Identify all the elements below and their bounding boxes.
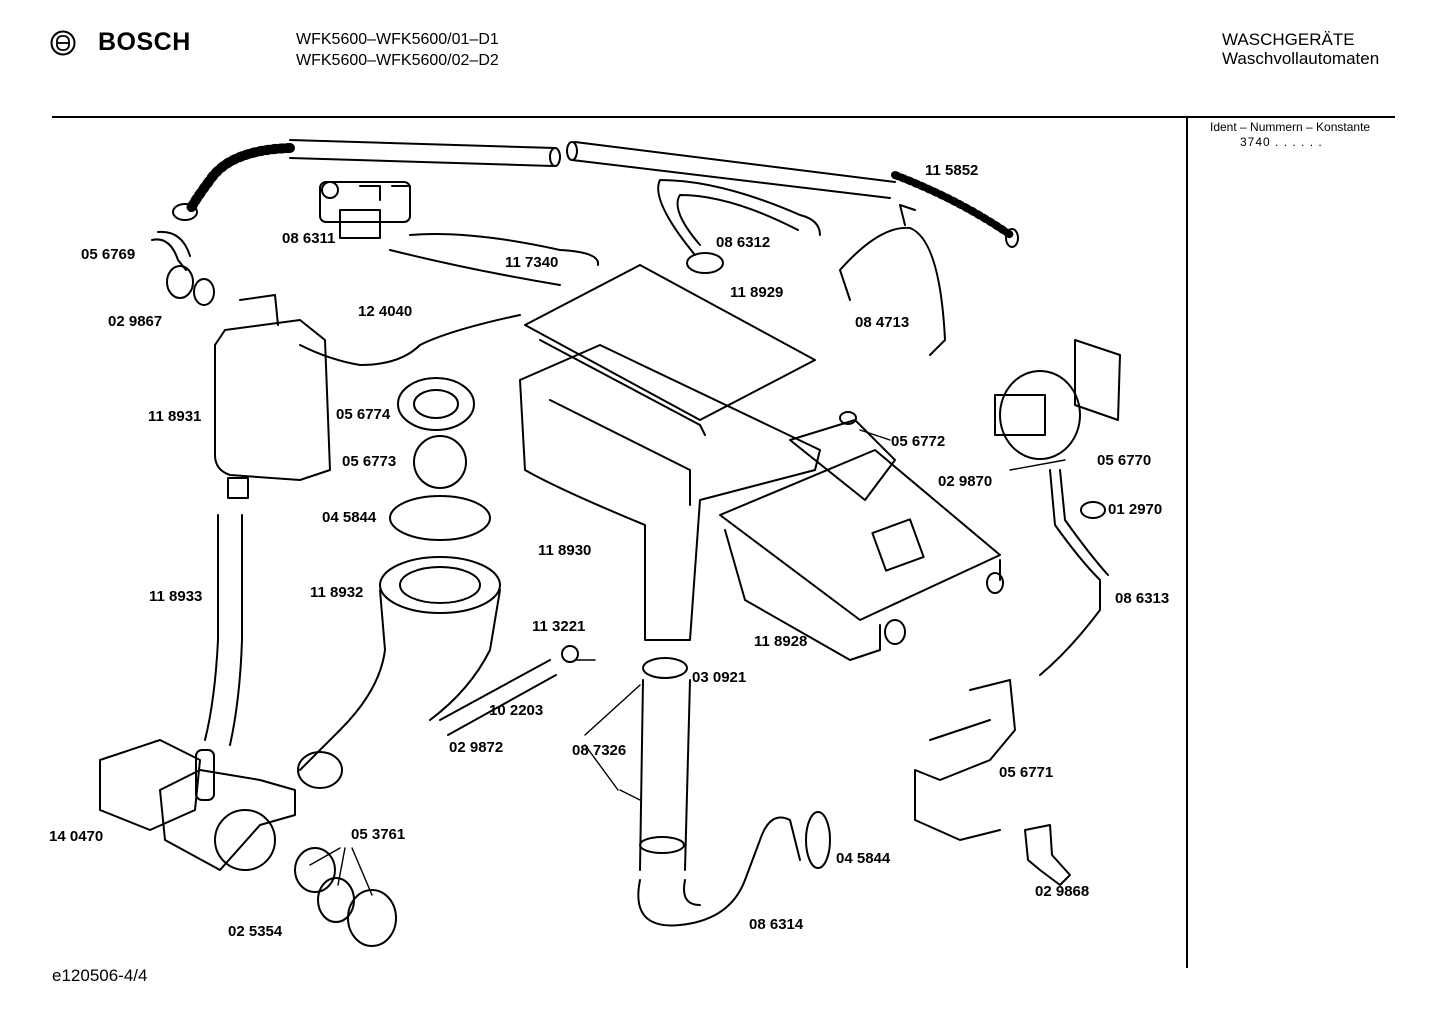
part-label-087326: 08 7326 [572, 742, 627, 759]
hose-118933-drawing [204, 514, 243, 746]
part-label-086313: 08 6313 [1115, 590, 1170, 607]
part-029868-drawing [1024, 824, 1071, 886]
part-label-025354: 02 5354 [228, 923, 283, 940]
hose-086312-drawing [657, 179, 821, 256]
part-label-029870: 02 9870 [938, 473, 993, 490]
category-line-1: WASCHGERÄTE [1222, 30, 1355, 49]
model-line-2: WFK5600–WFK5600/02–D2 [296, 52, 499, 69]
hose-086313-drawing [1039, 469, 1109, 676]
ident-value: 3740 . . . . . . [1240, 135, 1323, 149]
part-label-056769: 05 6769 [81, 246, 136, 263]
part-label-029872: 02 9872 [449, 739, 504, 756]
part-label-086312: 08 6312 [716, 234, 771, 251]
bellows-drawing [297, 556, 501, 789]
bracket-drawing [839, 204, 946, 356]
part-label-056770: 05 6770 [1097, 452, 1152, 469]
ring-053761-drawing [294, 847, 336, 893]
part-label-029867: 02 9867 [108, 313, 163, 330]
pump-drawing [99, 739, 296, 871]
part-label-084713: 08 4713 [855, 314, 910, 331]
part-label-053761: 05 3761 [351, 826, 406, 843]
part-label-118931: 11 8931 [148, 408, 202, 425]
part-label-086311: 08 6311 [282, 230, 336, 247]
drawer-housing-drawing [519, 264, 821, 641]
part-label-118928: 11 8928 [754, 633, 808, 650]
part-label-086314: 08 6314 [749, 916, 804, 933]
valve-drawing [319, 181, 411, 239]
part-label-118929: 11 8929 [730, 284, 784, 301]
air-trap-drawing [914, 679, 1016, 841]
part-label-117340: 11 7340 [505, 254, 559, 271]
part-label-045844-top: 04 5844 [322, 509, 377, 526]
bosch-logo-icon [50, 30, 76, 55]
brand-name: BOSCH [98, 28, 191, 56]
pipe-102203-drawing [439, 659, 557, 736]
part-label-118933: 11 8933 [149, 588, 203, 605]
part-label-140470: 14 0470 [49, 828, 104, 845]
elbow-drawing [151, 230, 215, 306]
clamp-045844b-drawing [805, 811, 831, 869]
part-label-113221: 11 3221 [532, 618, 586, 635]
model-line-1: WFK5600–WFK5600/01–D1 [296, 31, 499, 48]
seal-056774-drawing [397, 377, 475, 431]
part-label-115852: 11 5852 [925, 162, 979, 179]
hose-086314-drawing [637, 816, 801, 927]
hose-117340-drawing [389, 233, 600, 286]
footer-code: e120506-4/4 [52, 966, 148, 985]
container-118931-drawing [214, 294, 331, 499]
cap-drawing [347, 889, 397, 947]
part-label-118930: 11 8930 [538, 542, 592, 559]
side-divider [1186, 116, 1188, 968]
pressure-switch-drawing [994, 339, 1121, 460]
part-label-012970: 01 2970 [1108, 501, 1163, 518]
hose-086312-end [686, 252, 724, 274]
part-label-124040: 12 4040 [358, 303, 413, 320]
grommet-012970-drawing [1080, 501, 1106, 519]
tray-118928-drawing [719, 449, 1004, 661]
header-divider [52, 116, 1395, 118]
part-label-056772: 05 6772 [891, 433, 946, 450]
cap-056773-drawing [413, 435, 467, 489]
part-label-029868: 02 9868 [1035, 883, 1090, 900]
hose-top-drawing [172, 139, 1019, 248]
brand-header: BOSCH [50, 28, 191, 57]
part-label-030921: 03 0921 [692, 669, 747, 686]
part-label-056773: 05 6773 [342, 453, 397, 470]
ident-title: Ident – Nummern – Konstante [1210, 120, 1371, 134]
part-label-118932: 11 8932 [310, 584, 364, 601]
category-line-2: Waschvollautomaten [1222, 49, 1380, 68]
leader-lines [309, 429, 1066, 896]
part-label-056771: 05 6771 [999, 764, 1054, 781]
part-label-045844-bottom: 04 5844 [836, 850, 891, 867]
part-label-056774: 05 6774 [336, 406, 391, 423]
hose-124040-drawing [299, 314, 521, 366]
clamp-045844-drawing [389, 495, 491, 541]
part-label-102203: 10 2203 [489, 702, 544, 719]
pipe-030921-drawing [639, 657, 691, 871]
connector-056772-drawing [839, 411, 857, 425]
exploded-parts-diagram [99, 139, 1121, 947]
